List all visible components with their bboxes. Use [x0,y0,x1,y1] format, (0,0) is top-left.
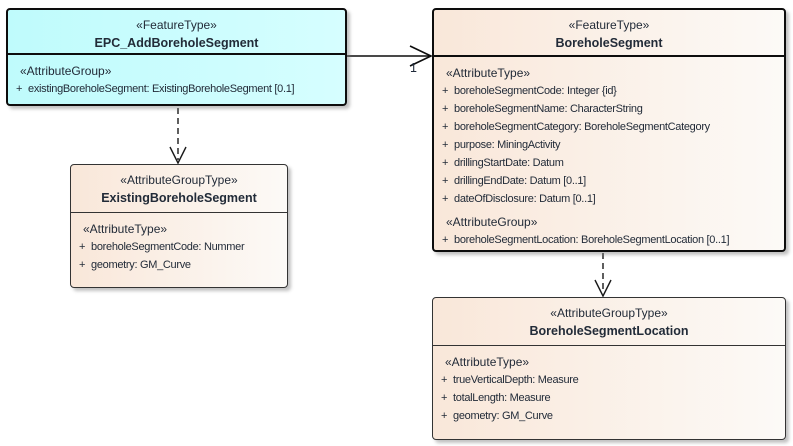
attribute-text: geometry: GM_Curve [453,410,553,422]
stereotype-label: «FeatureType» [568,18,650,32]
attribute-compartment: «AttributeType» + boreholeSegmentCode: I… [434,57,784,249]
attribute-text: boreholeSegmentCode: Nummer [91,241,245,253]
class-box-boreholesegmentlocation: «AttributeGroupType» BoreholeSegmentLoca… [432,297,786,440]
section-stereotype-label: «AttributeGroup» [20,64,112,78]
attribute-text: purpose: MiningActivity [454,139,561,151]
attribute-row: + trueVerticalDepth: Measure [433,371,785,389]
class-box-boreholesegment: «FeatureType» BoreholeSegment «Attribute… [432,8,786,252]
class-name: BoreholeSegment [555,36,663,50]
attribute-text: boreholeSegmentCategory: BoreholeSegment… [454,121,710,133]
attribute-compartment: «AttributeType» + boreholeSegmentCode: N… [71,213,287,274]
visibility-marker: + [79,241,86,253]
attribute-compartment: «AttributeType» + trueVerticalDepth: Mea… [433,346,785,425]
visibility-marker: + [441,374,448,386]
attribute-row: + geometry: GM_Curve [71,256,287,274]
attribute-text: boreholeSegmentLocation: BoreholeSegment… [454,234,730,246]
section-stereotype-label: «AttributeGroup» [446,215,538,229]
stereotype-label: «FeatureType» [136,18,217,32]
attribute-text: geometry: GM_Curve [91,259,191,271]
class-header: «FeatureType» EPC_AddBoreholeSegment [8,10,345,55]
visibility-marker: + [442,175,449,187]
attribute-row: + existingBoreholeSegment: ExistingBoreh… [8,80,345,98]
visibility-marker: + [442,139,449,151]
visibility-marker: + [442,234,449,246]
attribute-text: dateOfDisclosure: Datum [0..1] [454,193,596,205]
visibility-marker: + [16,83,23,95]
visibility-marker: + [441,410,448,422]
class-header: «AttributeGroupType» BoreholeSegmentLoca… [433,298,785,346]
attribute-text: totalLength: Measure [453,392,551,404]
attribute-row: + boreholeSegmentName: CharacterString [434,100,784,118]
attribute-row: + drillingStartDate: Datum [434,154,784,172]
attribute-text: trueVerticalDepth: Measure [453,374,579,386]
visibility-marker: + [441,392,448,404]
attribute-row: + totalLength: Measure [433,389,785,407]
class-name: ExistingBoreholeSegment [101,191,257,205]
visibility-marker: + [79,259,86,271]
visibility-marker: + [442,121,449,133]
attribute-compartment: «AttributeGroup» + existingBoreholeSegme… [8,55,345,98]
attribute-row: + boreholeSegmentCategory: BoreholeSegme… [434,118,784,136]
attribute-row: + boreholeSegmentCode: Integer {id} [434,82,784,100]
attribute-row: + boreholeSegmentCode: Nummer [71,238,287,256]
stereotype-label: «AttributeGroupType» [550,306,668,320]
class-box-epc-addboreholesegment: «FeatureType» EPC_AddBoreholeSegment «At… [6,8,347,106]
visibility-marker: + [442,193,449,205]
multiplicity-label: 1 [410,61,417,75]
attribute-text: drillingStartDate: Datum [454,157,564,169]
association-open-arrowhead [409,45,433,67]
dependency-arrowhead-existing [169,146,187,165]
attribute-row: + drillingEndDate: Datum [0..1] [434,172,784,190]
class-header: «FeatureType» BoreholeSegment [434,10,784,57]
section-stereotype-label: «AttributeType» [446,66,531,80]
class-name: BoreholeSegmentLocation [529,324,689,338]
attribute-text: existingBoreholeSegment: ExistingBorehol… [28,83,295,95]
dependency-arrowhead-location [594,279,612,298]
attribute-row: + dateOfDisclosure: Datum [0..1] [434,190,784,208]
attribute-text: boreholeSegmentCode: Integer {id} [454,85,617,97]
attribute-text: boreholeSegmentName: CharacterString [454,103,643,115]
attribute-row: + geometry: GM_Curve [433,407,785,425]
visibility-marker: + [442,103,449,115]
attribute-row: + boreholeSegmentLocation: BoreholeSegme… [434,231,784,249]
class-name: EPC_AddBoreholeSegment [94,36,259,50]
stereotype-label: «AttributeGroupType» [120,173,238,187]
section-stereotype-label: «AttributeType» [445,355,530,369]
class-box-existingboreholesegment: «AttributeGroupType» ExistingBoreholeSeg… [70,164,288,288]
class-header: «AttributeGroupType» ExistingBoreholeSeg… [71,165,287,213]
section-stereotype-label: «AttributeType» [83,222,168,236]
attribute-row: + purpose: MiningActivity [434,136,784,154]
attribute-text: drillingEndDate: Datum [0..1] [454,175,586,187]
visibility-marker: + [442,85,449,97]
visibility-marker: + [442,157,449,169]
